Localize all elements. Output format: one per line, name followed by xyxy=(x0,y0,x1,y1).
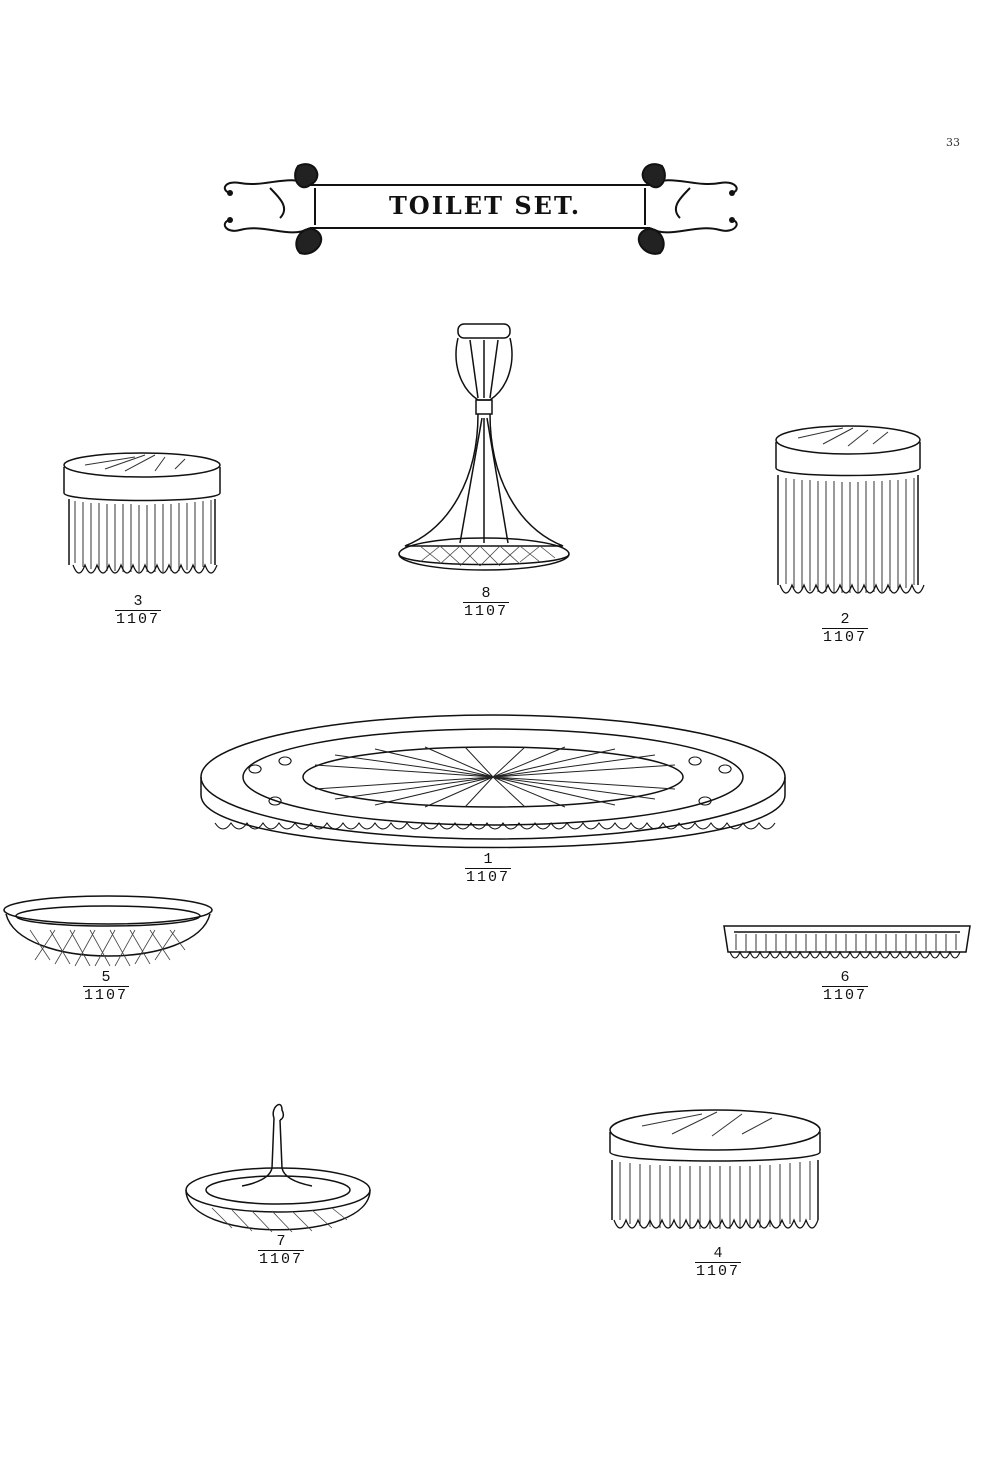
item-number: 2 xyxy=(822,612,868,629)
round-jar-illustration xyxy=(55,445,230,590)
round-dish-illustration xyxy=(0,890,220,975)
item-number: 8 xyxy=(463,586,509,603)
item-label-2: 2 1107 xyxy=(810,612,880,646)
item-number: 7 xyxy=(258,1234,304,1251)
item-number: 3 xyxy=(115,594,161,611)
item-code: 1107 xyxy=(822,629,867,646)
item-label-5: 5 1107 xyxy=(71,970,141,1004)
item-number: 5 xyxy=(83,970,129,987)
page-title: TOILET SET. xyxy=(388,191,582,220)
item-code: 1107 xyxy=(463,603,508,620)
item-label-8: 8 1107 xyxy=(451,586,521,620)
item-label-7: 7 1107 xyxy=(246,1234,316,1268)
pin-tray-illustration xyxy=(720,918,975,973)
item-label-3: 3 1107 xyxy=(103,594,173,628)
tall-jar-illustration xyxy=(768,420,928,610)
item-code: 1107 xyxy=(258,1251,303,1268)
item-label-1: 1 1107 xyxy=(453,852,523,886)
candlestick-illustration xyxy=(390,318,590,588)
item-code: 1107 xyxy=(695,1263,740,1280)
item-code: 1107 xyxy=(465,869,510,886)
item-code: 1107 xyxy=(83,987,128,1004)
page-number: 33 xyxy=(946,136,960,149)
ribbon-banner xyxy=(220,158,750,258)
item-label-4: 4 1107 xyxy=(683,1246,753,1280)
item-number: 1 xyxy=(465,852,511,869)
oval-tray-illustration xyxy=(195,705,795,865)
item-label-6: 6 1107 xyxy=(810,970,880,1004)
oval-box-illustration xyxy=(602,1108,832,1253)
item-number: 4 xyxy=(695,1246,741,1263)
item-code: 1107 xyxy=(115,611,160,628)
item-number: 6 xyxy=(822,970,868,987)
item-code: 1107 xyxy=(822,987,867,1004)
ring-holder-illustration xyxy=(182,1098,382,1243)
